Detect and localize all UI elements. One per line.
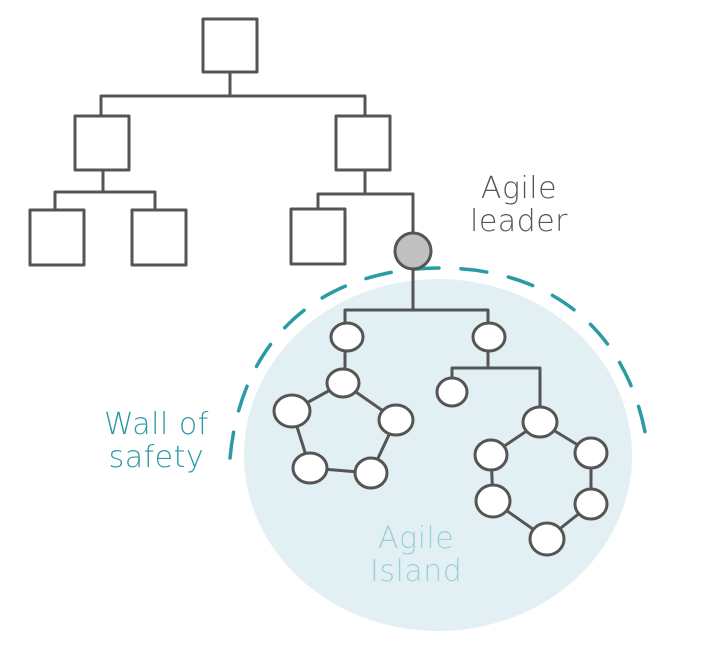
agile-island-label-line-1: Agile [378, 521, 455, 556]
island-node-hexagon-4 [528, 521, 566, 557]
island-node-pentagon-3 [353, 456, 389, 490]
island-node-solo [435, 376, 469, 408]
island-node-hexagon-3 [573, 487, 609, 521]
wall-of-safety-label-line-1: Wall of [104, 407, 209, 442]
org-box-bottom-3 [289, 207, 347, 266]
agile-island-label-line-2: Island [370, 554, 463, 589]
org-box-mid-right [334, 114, 392, 172]
island-node-hexagon-5 [474, 483, 512, 519]
wall-of-safety-label-line-2: safety [108, 440, 205, 475]
org-connectors [53, 70, 415, 237]
wall-of-safety-label: Wall of safety [104, 408, 209, 474]
island-connectors [343, 266, 542, 410]
island-node-pentagon-2 [377, 403, 415, 437]
agile-island-label: Agile Island [370, 522, 462, 588]
island-node-pentagon-5 [272, 393, 312, 429]
org-box-bottom-1 [28, 208, 86, 267]
org-box-bottom-2 [130, 208, 188, 267]
agile-leader-label: Agile leader [470, 172, 568, 238]
wall-of-safety-arc [228, 266, 650, 460]
island-node-hexagon-6 [473, 438, 509, 472]
agile-leader-label-line-1: Agile [480, 171, 558, 206]
org-box-top [201, 17, 259, 74]
island-node-left-top [329, 321, 365, 353]
org-box-mid-left [73, 114, 131, 172]
island-node-right-top [471, 321, 507, 353]
agile-leader-label-line-2: leader [470, 204, 569, 239]
island-node-pentagon-4 [291, 451, 329, 485]
agile-leader-node [393, 231, 433, 271]
island-node-pentagon-1 [325, 367, 361, 399]
island-node-hexagon-2 [573, 436, 609, 470]
island-node-hexagon-1 [521, 405, 559, 439]
